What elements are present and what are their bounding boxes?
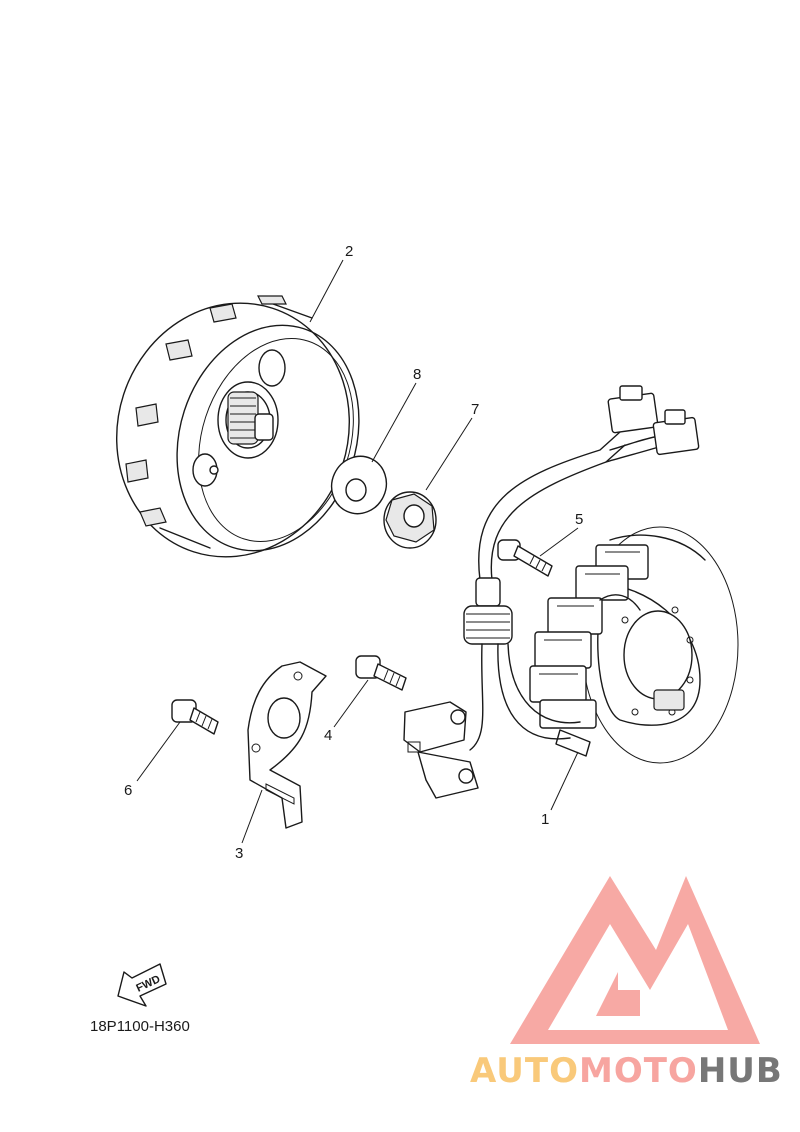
nut[interactable] [383,491,437,549]
rotor-flywheel[interactable] [84,273,387,588]
stator-assembly[interactable] [529,526,739,764]
callout-6: 6 [124,782,132,799]
watermark-text: AUTOMOTOHUB [470,1051,783,1091]
diagram-code: 18P1100-H360 [90,1018,190,1035]
pickup-coil[interactable] [403,701,479,799]
washer[interactable] [322,447,395,522]
watermark-part1: AUTO [470,1051,579,1091]
watermark-part2: MOTO [579,1051,698,1091]
callout-7: 7 [471,401,479,418]
fwd-arrow-icon: FWD [117,963,167,1007]
bolt-6[interactable] [171,699,219,735]
callout-4: 4 [324,727,332,744]
callout-1: 1 [541,811,549,828]
bolt-5[interactable] [497,539,553,577]
callout-3: 3 [235,845,243,862]
leader-lines [136,259,579,844]
connector-upper[interactable] [607,385,659,434]
watermark-logo [510,876,760,1044]
watermark-part3: HUB [698,1051,783,1091]
bracket[interactable] [247,661,327,829]
callout-2: 2 [345,243,353,260]
callout-8: 8 [413,366,421,383]
bolt-4[interactable] [355,655,407,691]
callout-5: 5 [575,511,583,528]
connector-lower[interactable] [652,409,700,456]
